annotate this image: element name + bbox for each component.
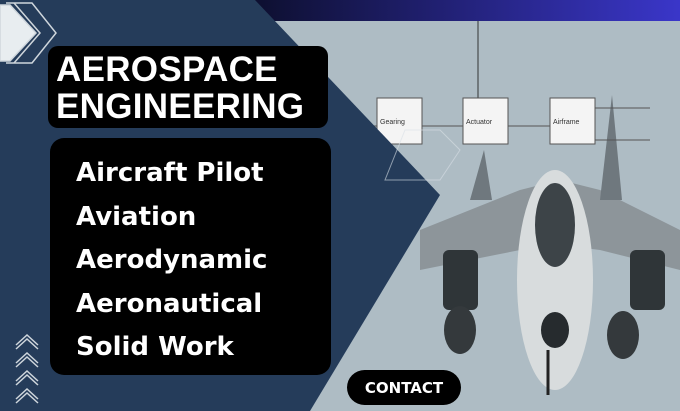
diagram-block-label: Airframe [553, 119, 580, 126]
control-diagram [345, 21, 650, 145]
list-item: Solid Work [76, 332, 234, 362]
page-title: AEROSPACE ENGINEERING [48, 46, 328, 128]
title-line-1: AEROSPACE [56, 50, 278, 89]
title-line-2: ENGINEERING [56, 87, 305, 126]
contact-button[interactable]: CONTACT [347, 370, 461, 405]
diagram-block-label: Gearing [380, 119, 405, 126]
chevron-up-icon [15, 333, 39, 404]
list-item: Aviation [76, 201, 197, 232]
diagram-block-label: Actuator [466, 119, 493, 126]
list-item: Aerodynamic [76, 245, 268, 275]
top-banner [250, 0, 680, 21]
services-list: Aircraft Pilot Aviation Aerodynamic Aero… [50, 138, 331, 375]
arrow-decoration [0, 2, 57, 64]
fighter-jet-image [420, 95, 680, 395]
list-item: Aeronautical [76, 288, 263, 319]
list-item: Aircraft Pilot [76, 158, 264, 188]
